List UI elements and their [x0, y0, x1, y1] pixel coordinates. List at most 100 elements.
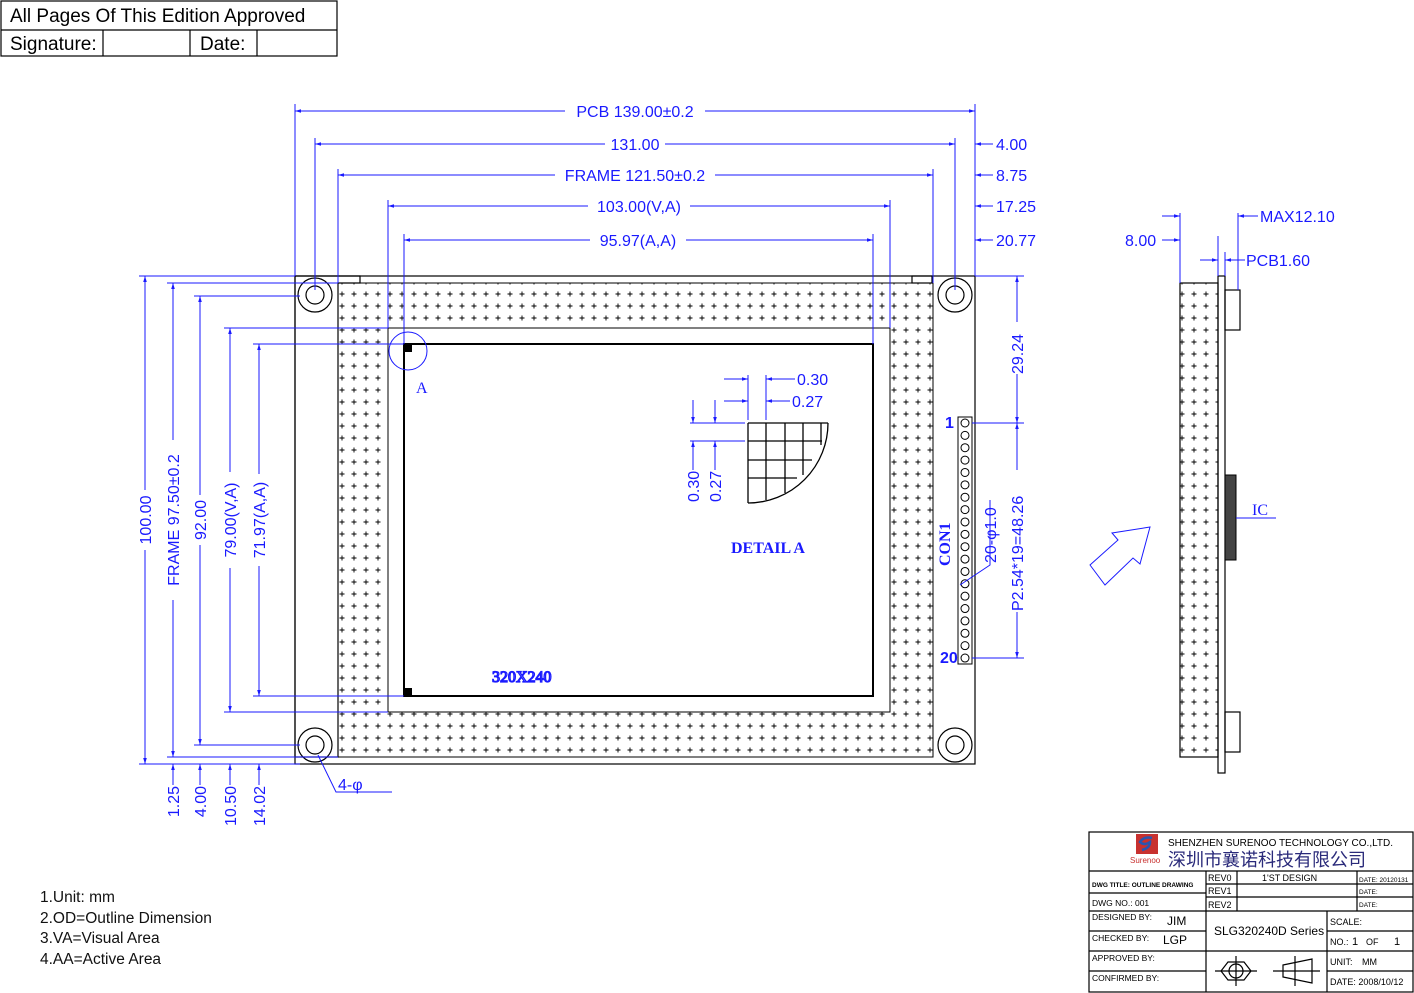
rev0-desc: 1'ST DESIGN — [1262, 873, 1317, 883]
confirmed-by-label: CONFIRMED BY: — [1092, 973, 1159, 983]
rev1-date: DATE: — [1359, 889, 1378, 896]
designed-by-label: DESIGNED BY: — [1092, 912, 1152, 922]
connector-pin — [960, 641, 970, 651]
side-pcb-thickness: PCB1.60 — [1246, 253, 1310, 270]
connector-pin — [960, 492, 970, 502]
connector-pin — [960, 542, 970, 552]
connector-pin — [960, 455, 970, 465]
dwg-no: DWG NO.: 001 — [1092, 898, 1149, 908]
holes-label: 4-φ — [338, 777, 363, 794]
unit-label: UNIT: — [1330, 957, 1353, 967]
dim-mount-width: 131.00 — [611, 137, 660, 154]
sheet-no-label: NO.: — [1330, 937, 1349, 947]
dim-aa-height: 71.97(A,A) — [252, 482, 269, 558]
sheet-no: 1 — [1352, 936, 1358, 948]
side-module-thickness: 8.00 — [1125, 233, 1156, 250]
dim-offset-mount: 4.00 — [996, 137, 1027, 154]
dim-pcb-width: PCB 139.00±0.2 — [576, 104, 693, 121]
frame-bezel — [337, 282, 934, 758]
dwg-title: DWG TITLE: OUTLINE DRAWING — [1092, 882, 1193, 889]
dim-va-width: 103.00(V,A) — [597, 199, 681, 216]
checked-by-label: CHECKED BY: — [1092, 933, 1149, 943]
date-label: Date: — [200, 34, 245, 55]
dim-pcb-height: 100.00 — [138, 495, 155, 544]
model-name: SLG320240D Series — [1214, 924, 1324, 938]
detail-a: 0.30 0.27 0.30 0.27 DETAIL A — [686, 372, 829, 557]
sheet-of: 1 — [1394, 936, 1400, 948]
dim-connector-pitch: P2.54*19=48.26 — [1010, 496, 1027, 611]
designed-by: JIM — [1167, 914, 1186, 928]
dim-offset-frame: 8.75 — [996, 168, 1027, 185]
dim-offset-frame-v: 1.25 — [166, 786, 183, 817]
drawing-date: DATE: 2008/10/12 — [1330, 977, 1403, 987]
surenoo-logo: Surenoo — [1130, 834, 1161, 865]
projection-symbol — [1215, 956, 1320, 986]
connector-pin — [960, 443, 970, 453]
connector-pin — [960, 517, 970, 527]
dim-offset-va-v: 10.50 — [223, 786, 240, 826]
dim-va-height: 79.00(V,A) — [223, 482, 240, 557]
pcb-outline — [294, 275, 976, 765]
detail-title: DETAIL A — [731, 540, 805, 557]
connector-con1 — [957, 416, 973, 665]
side-view: MAX12.10 8.00 PCB1.60 IC — [1125, 209, 1335, 774]
dim-offset-aa: 20.77 — [996, 233, 1036, 250]
connector-pin — [960, 566, 970, 576]
left-dimensions: 100.00 FRAME 97.50±0.2 92.00 79.00(V,A) … — [136, 275, 404, 826]
connector-pin — [960, 430, 970, 440]
company-name-cn: 深圳市襄诺科技有限公司 — [1168, 850, 1366, 870]
connector-pin — [960, 418, 970, 428]
approval-title: All Pages Of This Edition Approved — [10, 6, 305, 27]
rev0-date: DATE: 20120131 — [1359, 877, 1409, 884]
detail-dot-v: 0.27 — [708, 471, 725, 502]
approval-box: All Pages Of This Edition Approved Signa… — [0, 0, 338, 57]
side-ic-label: IC — [1252, 502, 1268, 519]
rev2-date: DATE: — [1359, 902, 1378, 909]
connector-dimensions: 29.24 P2.54*19=48.26 20-φ1.0 CON1 1 20 — [937, 275, 1027, 667]
connector-pin — [960, 529, 970, 539]
connector-pin — [960, 604, 970, 614]
scale-label: SCALE: — [1330, 917, 1362, 927]
detail-marker: A — [416, 380, 428, 397]
note-3: 3.VA=Visual Area — [40, 930, 160, 947]
pin-1-label: 1 — [945, 415, 954, 432]
approved-by-label: APPROVED BY: — [1092, 953, 1155, 963]
sheet-of-label: OF — [1366, 937, 1379, 947]
dim-frame-width: FRAME 121.50±0.2 — [565, 168, 706, 185]
connector-pin — [960, 653, 970, 663]
detail-pitch-v: 0.30 — [686, 471, 703, 502]
connector-label: CON1 — [937, 522, 954, 566]
notes: 1.Unit: mm 2.OD=Outline Dimension 3.VA=V… — [40, 888, 212, 970]
dim-frame-height: FRAME 97.50±0.2 — [166, 454, 183, 586]
note-4: 4.AA=Active Area — [40, 950, 162, 968]
connector-pin — [960, 554, 970, 564]
title-block: Surenoo SHENZHEN SURENOO TECHNOLOGY CO.,… — [1088, 831, 1414, 993]
dim-mount-height: 92.00 — [193, 500, 210, 540]
svg-text:Surenoo: Surenoo — [1130, 856, 1161, 865]
checked-by: LGP — [1163, 933, 1187, 947]
dim-offset-aa-v: 14.02 — [252, 786, 269, 826]
connector-pin — [960, 480, 970, 490]
company-name-en: SHENZHEN SURENOO TECHNOLOGY CO.,LTD. — [1168, 838, 1393, 849]
dim-aa-width: 95.97(A,A) — [600, 233, 676, 250]
side-max-thickness: MAX12.10 — [1260, 209, 1335, 226]
resolution-label: 320X240 — [492, 669, 552, 686]
front-view: A 320X240 — [294, 275, 976, 765]
dim-offset-va: 17.25 — [996, 199, 1036, 216]
detail-pitch-h: 0.30 — [797, 372, 828, 389]
connector-pin — [960, 616, 970, 626]
top-dimensions: PCB 139.00±0.2 131.00 FRAME 121.50±0.2 1… — [294, 102, 1036, 344]
connector-pin — [960, 628, 970, 638]
dim-pin-holes: 20-φ1.0 — [983, 507, 1000, 563]
connector-pin — [960, 591, 970, 601]
rev0: REV0 — [1208, 873, 1232, 883]
detail-dot-h: 0.27 — [792, 394, 823, 411]
dim-connector-top: 29.24 — [1010, 334, 1027, 374]
rev1: REV1 — [1208, 886, 1232, 896]
unit-value: MM — [1362, 957, 1377, 967]
connector-pin — [960, 467, 970, 477]
view-direction-arrow — [1089, 526, 1151, 586]
dim-offset-mount-v: 4.00 — [193, 786, 210, 817]
active-area — [403, 343, 874, 697]
